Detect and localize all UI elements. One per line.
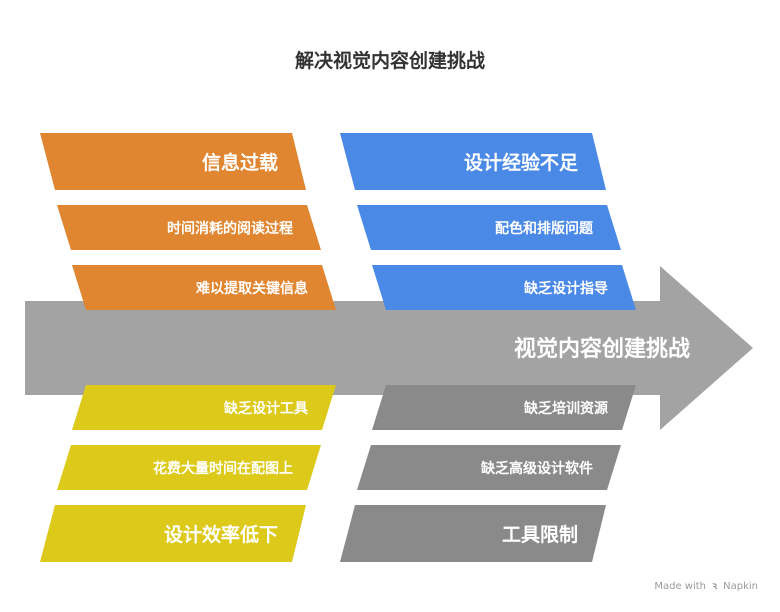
branch-top-left-item-box xyxy=(72,265,336,310)
branch-bottom-left-header: 设计效率低下 xyxy=(164,523,278,546)
branch-bottom-left-item-box xyxy=(57,445,321,490)
branch-top-right-header-box xyxy=(340,133,606,190)
branch-top-left-item: 时间消耗的阅读过程 xyxy=(167,220,293,237)
branch-top-right-item: 缺乏设计指导 xyxy=(524,280,608,297)
branch-top-right-item-box xyxy=(372,265,636,310)
branch-bottom-right-item-box xyxy=(372,385,636,430)
branch-bottom-left-item-box xyxy=(72,385,336,430)
branch-bottom-right: 缺乏培训资源 缺乏高级设计软件 工具限制 xyxy=(340,385,636,562)
branch-bottom-left: 缺乏设计工具 花费大量时间在配图上 设计效率低下 xyxy=(40,385,336,562)
branch-top-right: 设计经验不足 配色和排版问题 缺乏设计指导 xyxy=(340,133,636,310)
spine-label: 视觉内容创建挑战 xyxy=(514,336,690,362)
branch-bottom-right-header: 工具限制 xyxy=(502,523,578,546)
branch-bottom-right-item: 缺乏高级设计软件 xyxy=(481,460,593,477)
branch-bottom-right-item-box xyxy=(357,445,621,490)
napkin-brand: Napkin xyxy=(723,581,758,592)
branch-bottom-left-item: 缺乏设计工具 xyxy=(224,400,308,417)
napkin-logo-icon: ꝛ xyxy=(712,581,717,592)
branch-top-left-item: 难以提取关键信息 xyxy=(195,280,308,297)
branch-bottom-right-item: 缺乏培训资源 xyxy=(524,400,608,417)
branch-top-left-header-box xyxy=(40,133,306,190)
branch-top-right-item: 配色和排版问题 xyxy=(495,220,594,237)
branch-bottom-left-header-box xyxy=(40,505,306,562)
made-with-napkin: Made with ꝛ Napkin xyxy=(654,578,758,592)
branch-top-left-item-box xyxy=(57,205,321,250)
branch-top-left: 信息过载 时间消耗的阅读过程 难以提取关键信息 xyxy=(40,133,336,310)
made-with-label: Made with xyxy=(654,581,706,592)
branch-bottom-left-item: 花费大量时间在配图上 xyxy=(153,460,293,477)
page-title: 解决视觉内容创建挑战 xyxy=(294,50,485,72)
branch-top-right-item-box xyxy=(357,205,621,250)
branch-top-right-header: 设计经验不足 xyxy=(464,151,579,174)
branch-top-left-header: 信息过载 xyxy=(202,151,278,174)
branch-bottom-right-header-box xyxy=(340,505,606,562)
